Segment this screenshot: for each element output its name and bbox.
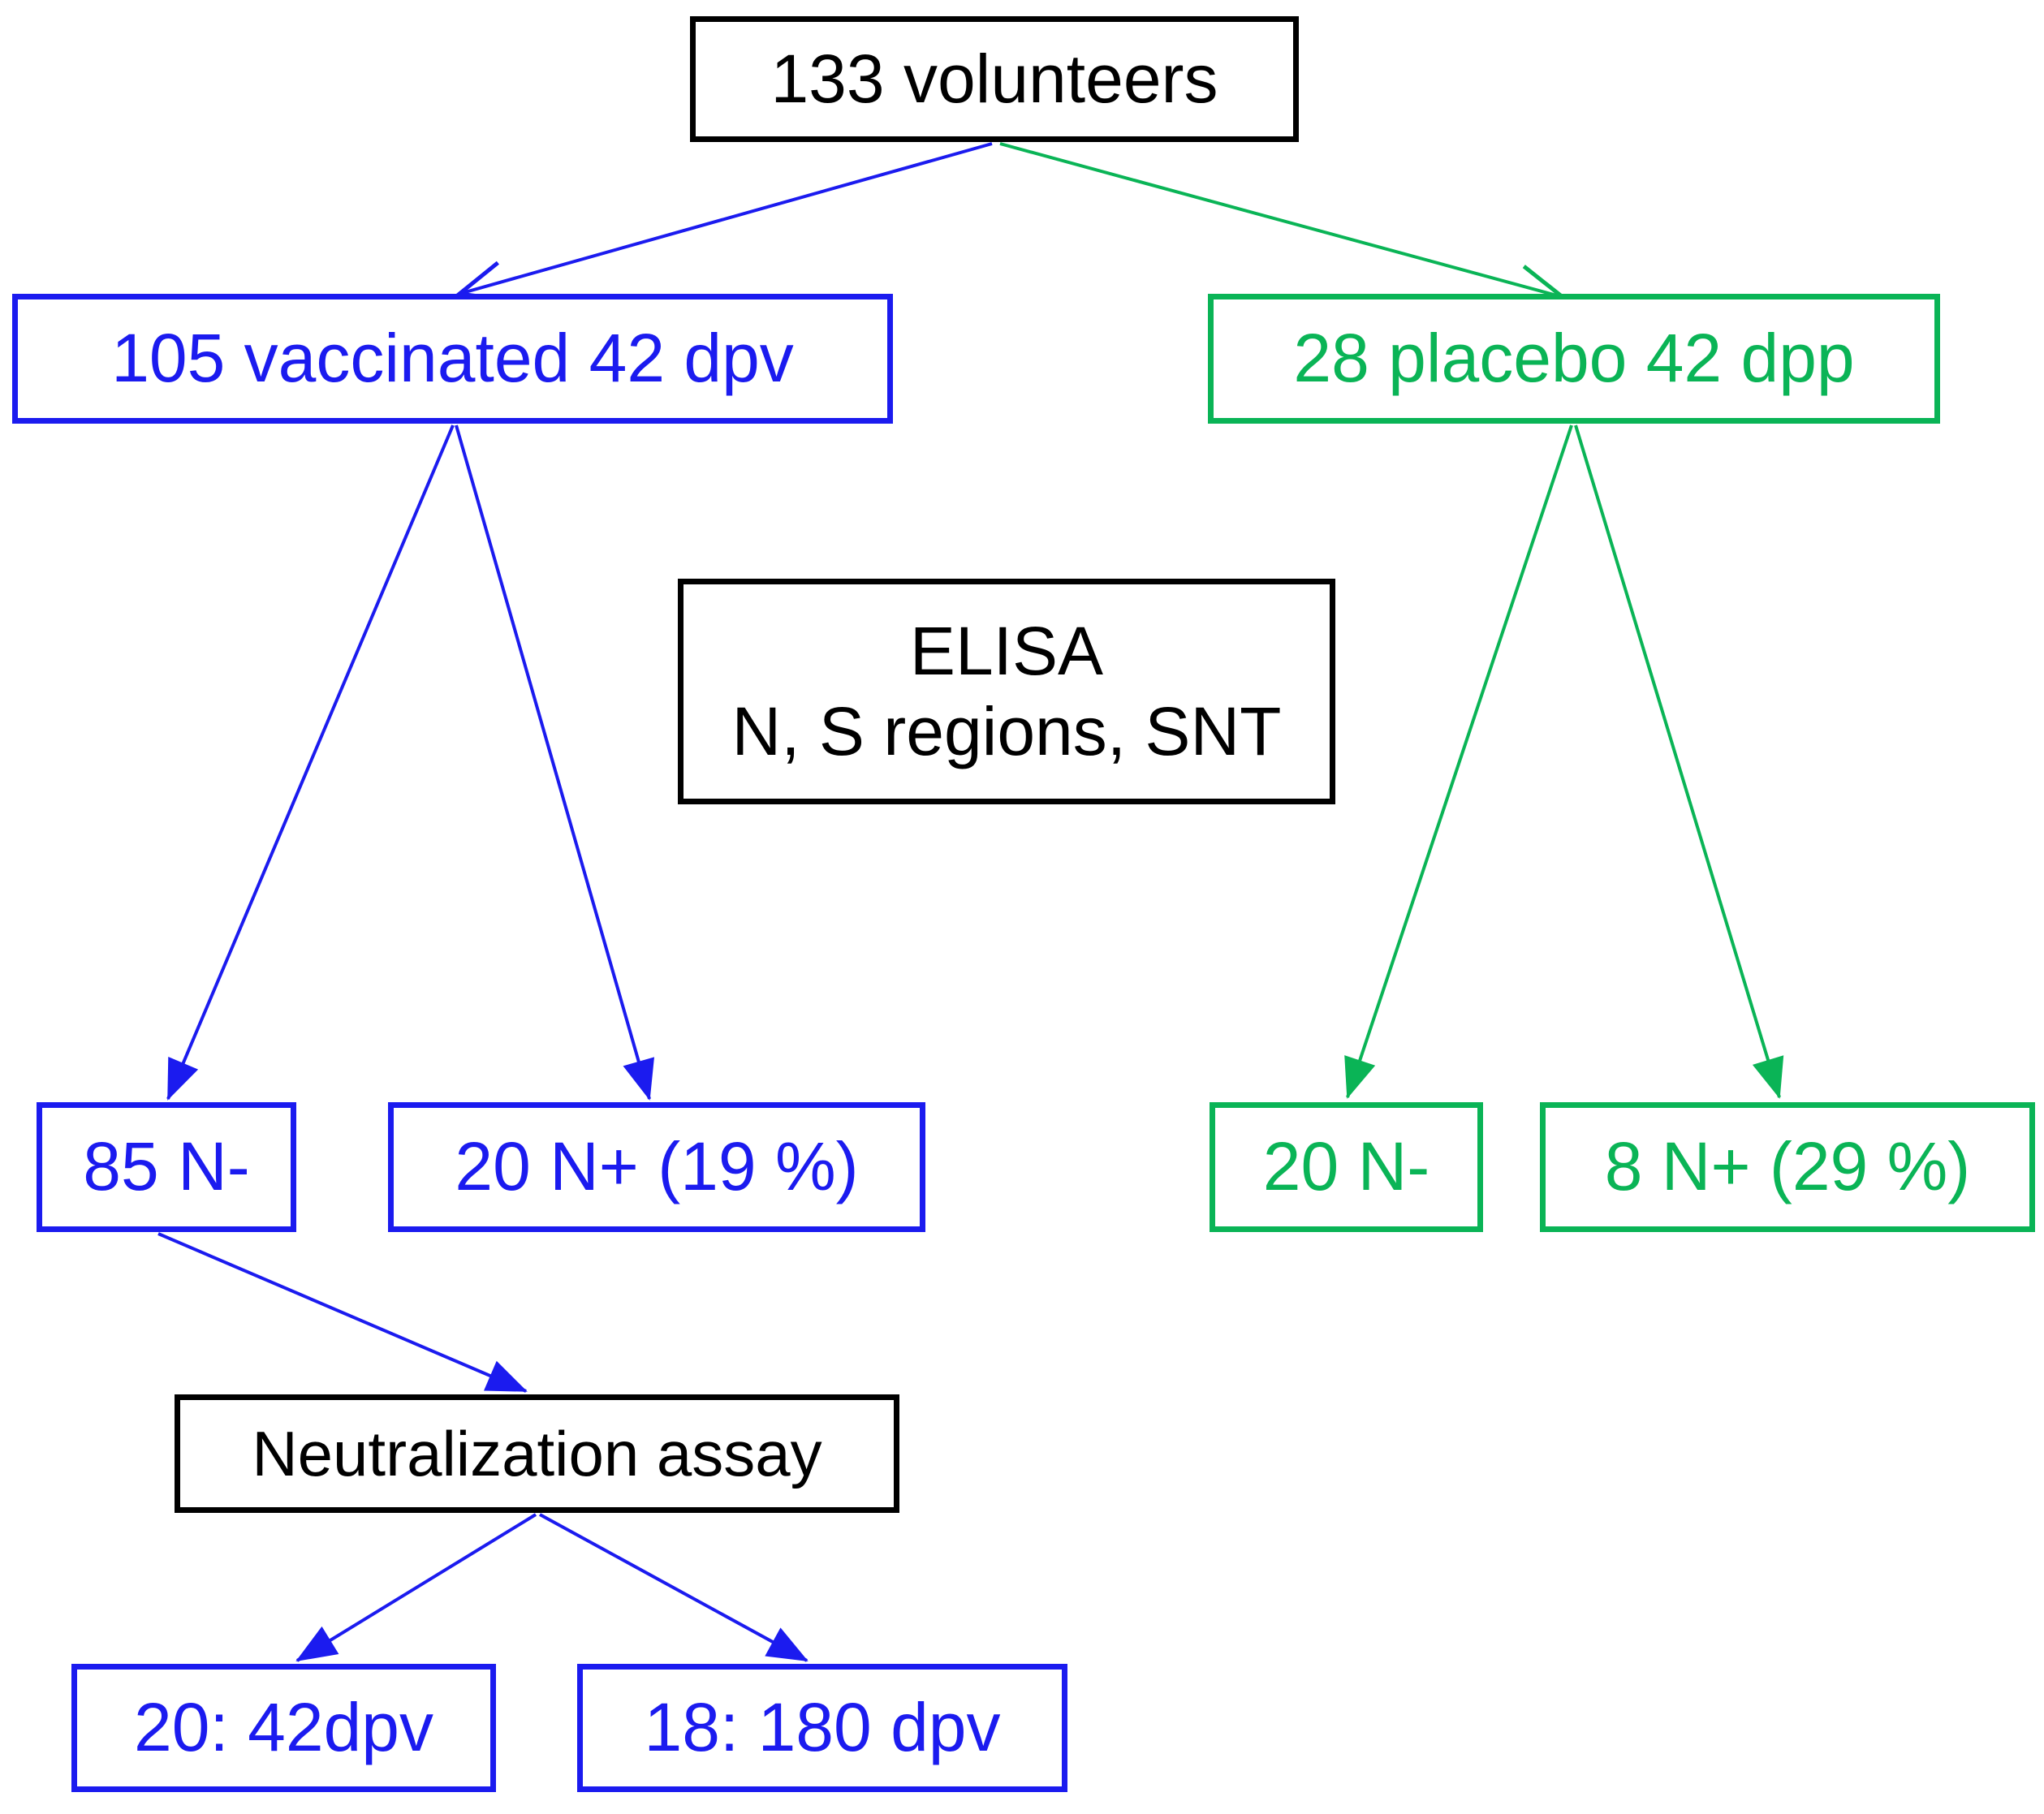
node-vaccinated-n-positive-label: 20 N+ (19 %) xyxy=(455,1128,859,1205)
node-vaccinated: 105 vaccinated 42 dpv xyxy=(12,294,893,424)
node-vaccinated-n-negative-label: 85 N- xyxy=(83,1128,250,1205)
arrow-volunteers-to-placebo xyxy=(999,142,1568,306)
node-vaccinated-n-positive: 20 N+ (19 %) xyxy=(388,1102,925,1232)
node-placebo: 28 placebo 42 dpp xyxy=(1208,294,1940,424)
arrow-n-negative-to-neutralization xyxy=(157,1232,528,1393)
node-placebo-n-positive: 8 N+ (29 %) xyxy=(1540,1102,2035,1232)
node-placebo-n-negative: 20 N- xyxy=(1210,1102,1483,1232)
node-neutralization-assay-label: Neutralization assay xyxy=(252,1417,822,1489)
arrow-placebo-to-n-positive xyxy=(1574,424,1784,1099)
arrow-placebo-to-n-negative xyxy=(1344,424,1573,1099)
node-neutralization-180dpv: 18: 180 dpv xyxy=(577,1664,1067,1792)
node-placebo-n-positive-label: 8 N+ (29 %) xyxy=(1604,1128,1971,1205)
node-elisa-subtitle: N, S regions, SNT xyxy=(731,693,1282,769)
node-vaccinated-label: 105 vaccinated 42 dpv xyxy=(111,320,794,397)
arrow-volunteers-to-vaccinated xyxy=(454,142,993,303)
arrow-neutralization-to-180dpv xyxy=(539,1513,809,1662)
node-elisa-title: ELISA xyxy=(909,612,1104,689)
node-placebo-label: 28 placebo 42 dpp xyxy=(1293,320,1855,397)
node-neutralization-42dpv: 20: 42dpv xyxy=(71,1664,496,1792)
node-neutralization-42dpv-label: 20: 42dpv xyxy=(134,1689,433,1766)
node-volunteers: 133 volunteers xyxy=(690,16,1299,142)
node-elisa: ELISA N, S regions, SNT xyxy=(678,579,1335,804)
node-neutralization-180dpv-label: 18: 180 dpv xyxy=(644,1689,1001,1766)
arrow-vaccinated-to-n-negative xyxy=(166,424,455,1101)
node-placebo-n-negative-label: 20 N- xyxy=(1262,1128,1430,1205)
node-neutralization-assay: Neutralization assay xyxy=(175,1394,899,1513)
node-volunteers-label: 133 volunteers xyxy=(770,40,1218,117)
arrow-neutralization-to-42dpv xyxy=(295,1513,537,1662)
node-vaccinated-n-negative: 85 N- xyxy=(37,1102,296,1232)
arrow-vaccinated-to-n-positive xyxy=(455,424,654,1101)
